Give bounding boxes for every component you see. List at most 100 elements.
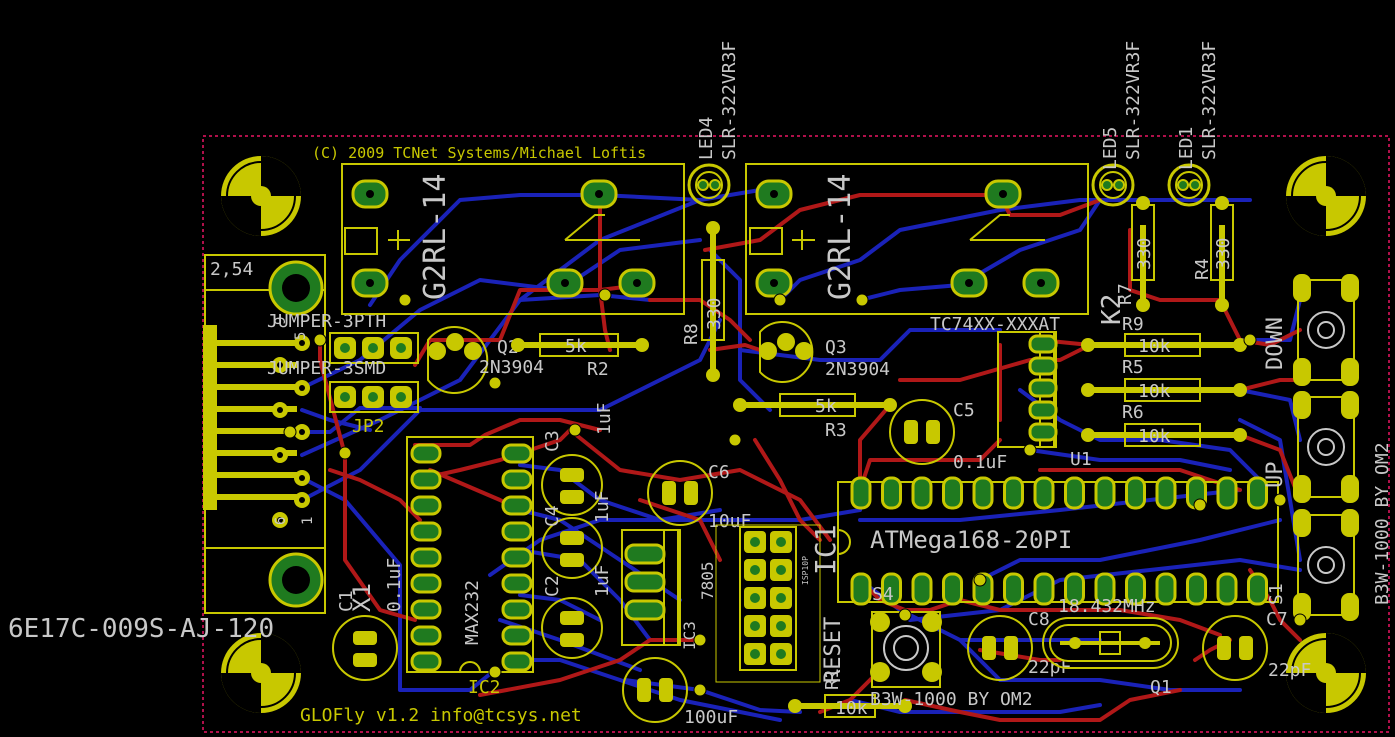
c7-value-label: 22pF (1268, 660, 1311, 681)
mounting-holes (221, 156, 1366, 713)
q3-part-label: 2N3904 (825, 359, 890, 380)
led4-label: LED4 (696, 117, 717, 160)
electrolytic-capacitors (332, 399, 1268, 723)
horizontal-resistors (520, 333, 1240, 718)
ic1-pin (942, 476, 963, 510)
b3w-bottom-label: B3W-1000 BY OM2 (870, 689, 1033, 710)
ic2-label: IC2 (468, 677, 501, 698)
ic1-pin (1155, 572, 1177, 606)
c1-label: C1 (336, 590, 357, 612)
ic1-pin (1216, 572, 1238, 606)
c7-label: C7 (1266, 609, 1288, 630)
led5-label: LED5 (1100, 127, 1121, 170)
ic1-pin (881, 572, 902, 606)
c3-value-label: 1uF (594, 402, 615, 435)
r3-label: R3 (825, 420, 847, 441)
ic3-part-label: 7805 (698, 561, 717, 600)
ic1-pin (1094, 572, 1116, 606)
connector-part-label: 6E17C-009S-AJ-120 (8, 614, 274, 644)
ic1-pin (850, 476, 872, 510)
leds (687, 163, 1211, 207)
r7-value-label: 330 (1134, 237, 1155, 270)
r9-label: R9 (1122, 314, 1144, 335)
ic1-pin (942, 572, 963, 606)
r7-label: R7 (1115, 283, 1136, 305)
ic1-pin (1094, 476, 1116, 510)
db9-connector (203, 254, 326, 614)
u1-regulator (997, 331, 1058, 448)
r6-label: R6 (1122, 402, 1144, 423)
ic1-pin (1003, 476, 1024, 510)
ic1-pin (1064, 572, 1085, 606)
u1-label: U1 (1070, 449, 1092, 470)
reset-label: RESET (821, 617, 846, 683)
ic1-pin (1216, 476, 1238, 510)
b3w-side-label: B3W-1000 BY OM2 (1372, 442, 1393, 605)
db9-pin9-label: 9 (273, 317, 289, 325)
vias (283, 288, 1307, 697)
c5-value-label: 0.1uF (953, 452, 1007, 473)
isp-header (715, 524, 821, 683)
crystal-frequency-label: 18.432MHz (1058, 596, 1156, 617)
c8-value-label: 22pF (1028, 657, 1071, 678)
r4-value-label: 330 (1213, 237, 1234, 270)
c6-label: C6 (708, 462, 730, 483)
relay2-label: G2RL-14 (823, 174, 858, 300)
db9-pin5-label: 5 (293, 332, 309, 340)
q3-label: Q3 (825, 337, 847, 358)
ic2-part-label: MAX232 (462, 580, 483, 645)
r5-value-label: 10k (1138, 381, 1171, 402)
q2-part-label: 2N3904 (479, 357, 544, 378)
q1-label: Q1 (1150, 677, 1172, 698)
jumper-jp1 (329, 332, 419, 364)
relay1-label: G2RL-14 (418, 174, 453, 300)
c4-label: C4 (542, 505, 563, 527)
down-button-label: DOWN (1263, 317, 1288, 370)
ic3-regulator (621, 529, 681, 646)
s1-label: S1 (1266, 583, 1287, 605)
c3-label: C3 (542, 430, 563, 452)
ic1-pin (1003, 572, 1024, 606)
relay-k1 (341, 163, 685, 315)
ic1-pin (1186, 572, 1207, 606)
ic1-pin (1155, 476, 1177, 510)
c-100uf-label: 100uF (684, 707, 738, 728)
led1-part-label: SLR-322VR3F (1199, 41, 1220, 160)
ic1-pin (881, 476, 902, 510)
ic1-pin (1247, 572, 1268, 606)
r3-value-label: 5k (815, 396, 837, 417)
ic1-pin (1125, 572, 1146, 606)
c5-label: C5 (953, 400, 975, 421)
ic1-pin (1247, 476, 1268, 510)
ic1-pin (911, 476, 933, 510)
r2-label: R2 (587, 359, 609, 380)
up-button-label: UP (1263, 462, 1288, 489)
db9-pin6-label: 6 (273, 517, 289, 525)
footer-text: GLOFly v1.2 info@tcsys.net (300, 705, 582, 726)
ic1-pin (972, 476, 994, 510)
ic1-pin (1064, 476, 1085, 510)
transistors (427, 321, 814, 394)
pitch-label: 2,54 (210, 259, 253, 280)
r5-label: R5 (1122, 357, 1144, 378)
r1-value-label: 10k (835, 698, 868, 719)
ic1-pin (911, 572, 933, 606)
relay-k2 (745, 163, 1089, 315)
ic1-pin (1033, 476, 1055, 510)
led4-part-label: SLR-322VR3F (719, 41, 740, 160)
ic2-max232 (406, 436, 534, 673)
c2-label: C2 (542, 575, 563, 597)
c2-value-label: 1uF (592, 564, 613, 597)
led1-label: LED1 (1176, 127, 1197, 170)
r8-label: R8 (681, 323, 702, 345)
jumper-smd-label: JUMPER-3SMD (267, 358, 386, 379)
k2-label: K2 (1097, 294, 1127, 325)
led5-part-label: SLR-322VR3F (1123, 41, 1144, 160)
db9-pin1-label: 1 (300, 517, 316, 525)
c6-value-label: 10uF (708, 511, 751, 532)
s4-label: S4 (872, 584, 894, 605)
u1-part-label: TC74XX-XXXAT (930, 314, 1060, 335)
isp-label: ISP10P (801, 556, 810, 585)
jp2-label: JP2 (352, 416, 385, 437)
